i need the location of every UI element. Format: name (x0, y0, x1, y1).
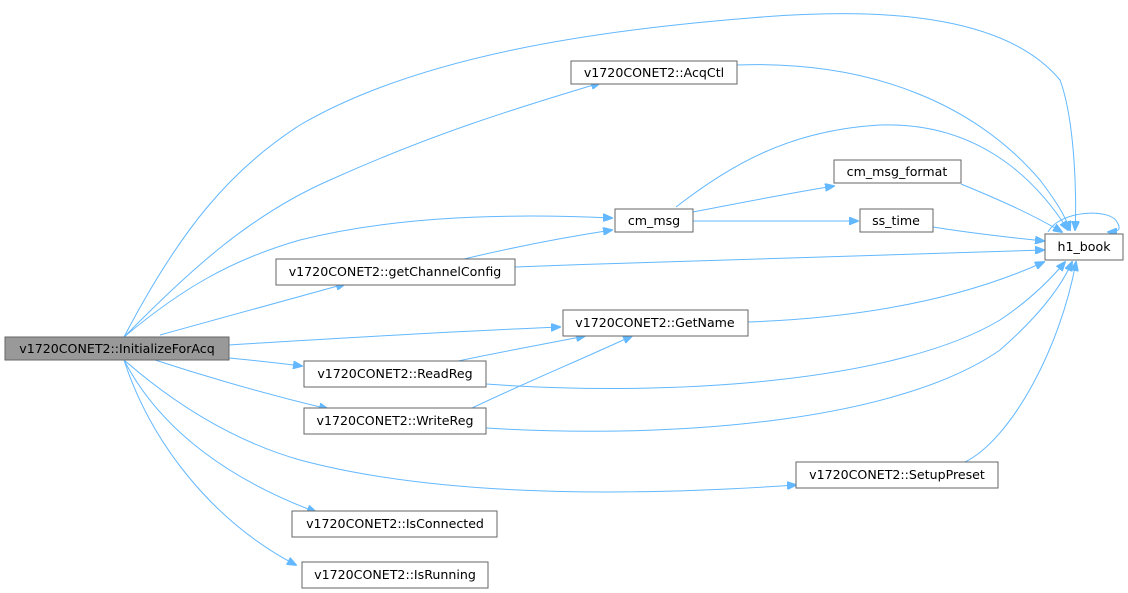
node-cm-msg-format[interactable]: cm_msg_format (833, 159, 962, 184)
node-get-name[interactable]: v1720CONET2::GetName (562, 309, 749, 337)
edge-read-reg-to-get-name (457, 336, 585, 362)
node-is-connected[interactable]: v1720CONET2::IsConnected (291, 510, 498, 538)
edge-read-reg-to-h1-book (485, 262, 1065, 389)
edge-acqctl-to-h1-book (736, 64, 1070, 230)
node-ss-time[interactable]: ss_time (859, 208, 934, 233)
node-setup-preset[interactable]: v1720CONET2::SetupPreset (795, 461, 999, 489)
node-is-running[interactable]: v1720CONET2::IsRunning (301, 561, 489, 589)
node-label: v1720CONET2::InitializeForAcq (19, 341, 214, 356)
edge-initialize-to-get-channel-config (159, 284, 345, 336)
node-label: v1720CONET2::ReadReg (317, 366, 472, 381)
edge-initialize-to-read-reg (228, 357, 302, 366)
edge-cm-msg-to-cm-msg-format (692, 186, 834, 213)
node-label: v1720CONET2::WriteReg (317, 413, 474, 428)
edge-initialize-to-get-name (228, 327, 560, 346)
edge-cm-msg-to-h1-book (675, 124, 1068, 230)
edge-initialize-to-h1-book (123, 13, 1076, 338)
edge-cm-msg-format-to-h1-book (960, 183, 1062, 232)
edge-initialize-to-is-connected (123, 359, 316, 512)
node-label: cm_msg_format (847, 164, 948, 179)
edge-initialize-to-write-reg (154, 359, 328, 409)
nodes-layer: v1720CONET2::InitializeForAcq v1720CONET… (4, 60, 1124, 589)
edge-h1-book-self-loop (1047, 212, 1120, 232)
node-get-channel-config[interactable]: v1720CONET2::getChannelConfig (275, 258, 516, 286)
node-label: v1720CONET2::IsConnected (306, 516, 484, 531)
node-label: v1720CONET2::AcqCtl (584, 65, 724, 80)
edge-write-reg-to-get-name (471, 336, 632, 409)
edge-initialize-to-cm-msg (123, 216, 612, 338)
edge-get-name-to-h1-book (747, 262, 1044, 323)
node-label: h1_book (1058, 239, 1112, 254)
edge-get-channel-config-to-h1-book (514, 250, 1044, 268)
node-h1-book[interactable]: h1_book (1044, 233, 1124, 261)
edge-write-reg-to-h1-book (485, 262, 1072, 432)
node-label: v1720CONET2::IsRunning (314, 567, 476, 582)
node-cm-msg[interactable]: cm_msg (614, 208, 694, 233)
node-read-reg[interactable]: v1720CONET2::ReadReg (303, 360, 487, 388)
edge-initialize-to-setup-preset (123, 359, 796, 493)
node-label: v1720CONET2::getChannelConfig (289, 264, 502, 279)
edge-ss-time-to-h1-book (932, 226, 1044, 241)
node-label: ss_time (872, 213, 920, 228)
edge-get-channel-config-to-cm-msg (463, 230, 612, 260)
node-acqctl[interactable]: v1720CONET2::AcqCtl (570, 60, 738, 85)
node-label: v1720CONET2::SetupPreset (809, 467, 985, 482)
node-write-reg[interactable]: v1720CONET2::WriteReg (303, 407, 487, 435)
node-label: v1720CONET2::GetName (575, 315, 735, 330)
node-initialize-for-acq[interactable]: v1720CONET2::InitializeForAcq (4, 336, 230, 361)
edge-initialize-to-is-running (123, 359, 296, 565)
edge-setup-preset-to-h1-book (964, 262, 1076, 463)
node-label: cm_msg (628, 213, 680, 228)
edge-initialize-to-acqctl (123, 83, 600, 338)
edges-layer (123, 13, 1120, 565)
